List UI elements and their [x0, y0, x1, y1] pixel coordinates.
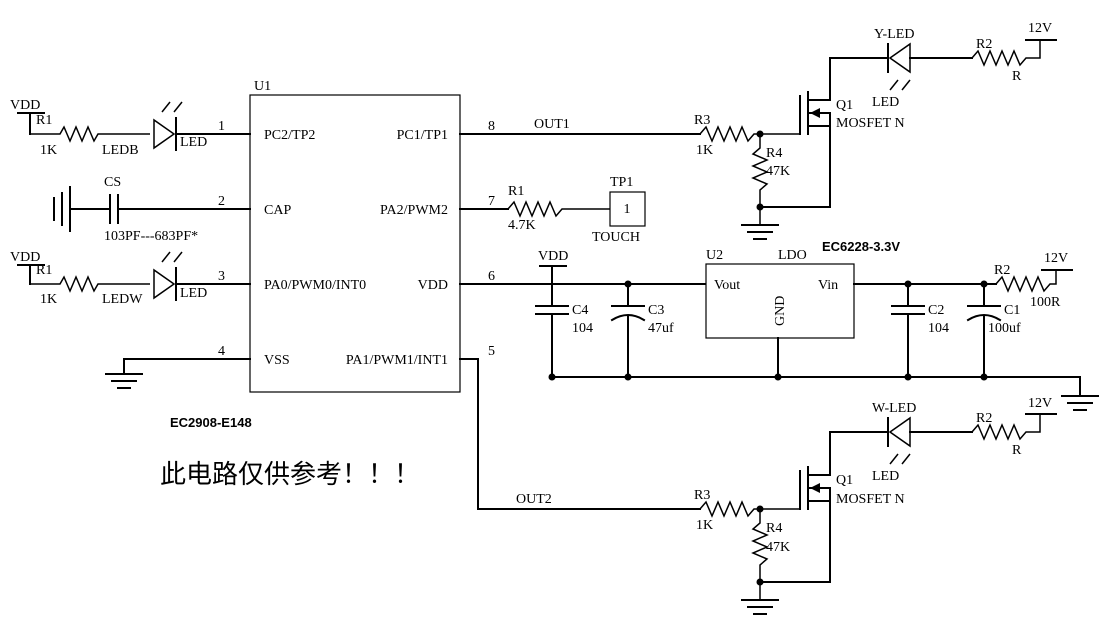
touch-circuit: R1 4.7K 1 TP1 TOUCH — [507, 175, 646, 245]
u1-part-number: EC2908-E148 — [170, 415, 252, 430]
u1-pin4-number: 4 — [218, 344, 225, 359]
out2-r3-value: 1K — [696, 518, 713, 533]
ledw-resistor-ref: R1 — [36, 263, 52, 278]
out1-q1-ref: Q1 — [836, 98, 853, 113]
u1-pin2-name: CAP — [264, 203, 291, 218]
out2-r2-ref: R2 — [976, 411, 992, 426]
u2-gnd-pin: GND — [773, 296, 788, 326]
cs-value: 103PF---683PF* — [104, 229, 198, 244]
cs-ref: CS — [104, 175, 121, 190]
ledb-circuit: VDD R1 1K LEDB LED — [10, 98, 207, 158]
out1-r4-ref: R4 — [766, 146, 782, 161]
out1-led-ref: Y-LED — [874, 27, 914, 42]
c3-ref: C3 — [648, 303, 664, 318]
power-vdd-label: VDD — [538, 249, 568, 264]
ledb-vdd-label: VDD — [10, 98, 40, 113]
ledw-resistor-value: 1K — [40, 292, 57, 307]
out1-led-type: LED — [872, 95, 899, 110]
power-12v-label: 12V — [1044, 251, 1068, 266]
ledb-led-type: LED — [180, 135, 207, 150]
tp1-ref: TP1 — [610, 175, 633, 190]
out1-driver-circuit: OUT1 R3 1K R4 47K Q1 MOSFET N Y-LED LED — [534, 21, 1057, 240]
out2-r3-ref: R3 — [694, 488, 710, 503]
ledw-led-type: LED — [180, 286, 207, 301]
u1-ref: U1 — [254, 79, 271, 94]
out2-12v-label: 12V — [1028, 396, 1052, 411]
u1-pin4-name: VSS — [264, 353, 290, 368]
u1-pin2-number: 2 — [218, 194, 225, 209]
tp1-pin-number: 1 — [624, 202, 631, 217]
c2-value: 104 — [928, 321, 949, 336]
u2-part-number: EC6228-3.3V — [822, 239, 900, 254]
u1-pin6-number: 6 — [488, 269, 495, 284]
cs-capacitor-circuit: CS 103PF---683PF* — [53, 175, 198, 244]
out2-r4-value: 47K — [766, 540, 790, 555]
power-r2-value: 100R — [1030, 295, 1061, 310]
c4-value: 104 — [572, 321, 593, 336]
out2-net-label: OUT2 — [516, 492, 552, 507]
out1-r3-ref: R3 — [694, 113, 710, 128]
touch-resistor-ref: R1 — [508, 184, 524, 199]
out1-12v-label: 12V — [1028, 21, 1052, 36]
u1-pin8-name: PC1/TP1 — [397, 128, 448, 143]
c4-ref: C4 — [572, 303, 588, 318]
touch-resistor-value: 4.7K — [508, 218, 536, 233]
ledb-resistor-value: 1K — [40, 143, 57, 158]
power-circuit: VDD C4 104 C3 47uf U2 LDO EC6228-3.3V Vo… — [535, 239, 1099, 411]
out2-r4-ref: R4 — [766, 521, 782, 536]
u2-vout-pin: Vout — [714, 278, 740, 293]
out1-r4-value: 47K — [766, 164, 790, 179]
out2-driver-circuit: OUT2 R3 1K R4 47K Q1 MOSFET N W-LED LED — [516, 396, 1057, 615]
u1-pin8-number: 8 — [488, 119, 495, 134]
c1-value: 100uf — [988, 321, 1021, 336]
out2-q1-type: MOSFET N — [836, 492, 905, 507]
out1-r2-ref: R2 — [976, 37, 992, 52]
out2-q1-ref: Q1 — [836, 473, 853, 488]
reference-note: 此电路仅供参考！！！ — [160, 460, 420, 490]
u2-ref: U2 — [706, 248, 723, 263]
out1-r2-value: R — [1012, 69, 1022, 84]
out1-net-label: OUT1 — [534, 117, 570, 132]
c1-ref: C1 — [1004, 303, 1020, 318]
vss-ground — [105, 358, 143, 389]
tp1-touch-label: TOUCH — [592, 230, 640, 245]
out2-led-ref: W-LED — [872, 401, 916, 416]
out2-r2-value: R — [1012, 443, 1022, 458]
u1-pin5-number: 5 — [488, 344, 495, 359]
ledw-vdd-label: VDD — [10, 250, 40, 265]
out2-led-type: LED — [872, 469, 899, 484]
u1-pin1-name: PC2/TP2 — [264, 128, 315, 143]
u1-pin7-number: 7 — [488, 194, 495, 209]
ledw-led-ref: LEDW — [102, 292, 143, 307]
ledw-circuit: VDD R1 1K LEDW LED — [10, 250, 207, 307]
u1-pin6-name: VDD — [418, 278, 448, 293]
c2-ref: C2 — [928, 303, 944, 318]
u1-pin1-number: 1 — [218, 119, 225, 134]
u2-vin-pin: Vin — [818, 278, 838, 293]
c3-value: 47uf — [648, 321, 674, 336]
out1-r3-value: 1K — [696, 143, 713, 158]
u1-pin3-number: 3 — [218, 269, 225, 284]
u1-pin5-name: PA1/PWM1/INT1 — [346, 353, 448, 368]
out1-q1-type: MOSFET N — [836, 116, 905, 131]
u1-chip: U1 EC2908-E148 1 2 3 4 PC2/TP2 CAP PA0/P… — [123, 79, 707, 510]
u1-pin7-name: PA2/PWM2 — [380, 203, 448, 218]
ledb-resistor-ref: R1 — [36, 113, 52, 128]
u1-pin3-name: PA0/PWM0/INT0 — [264, 278, 366, 293]
u2-type: LDO — [778, 248, 807, 263]
power-r2-ref: R2 — [994, 263, 1010, 278]
ledb-led-ref: LEDB — [102, 143, 139, 158]
